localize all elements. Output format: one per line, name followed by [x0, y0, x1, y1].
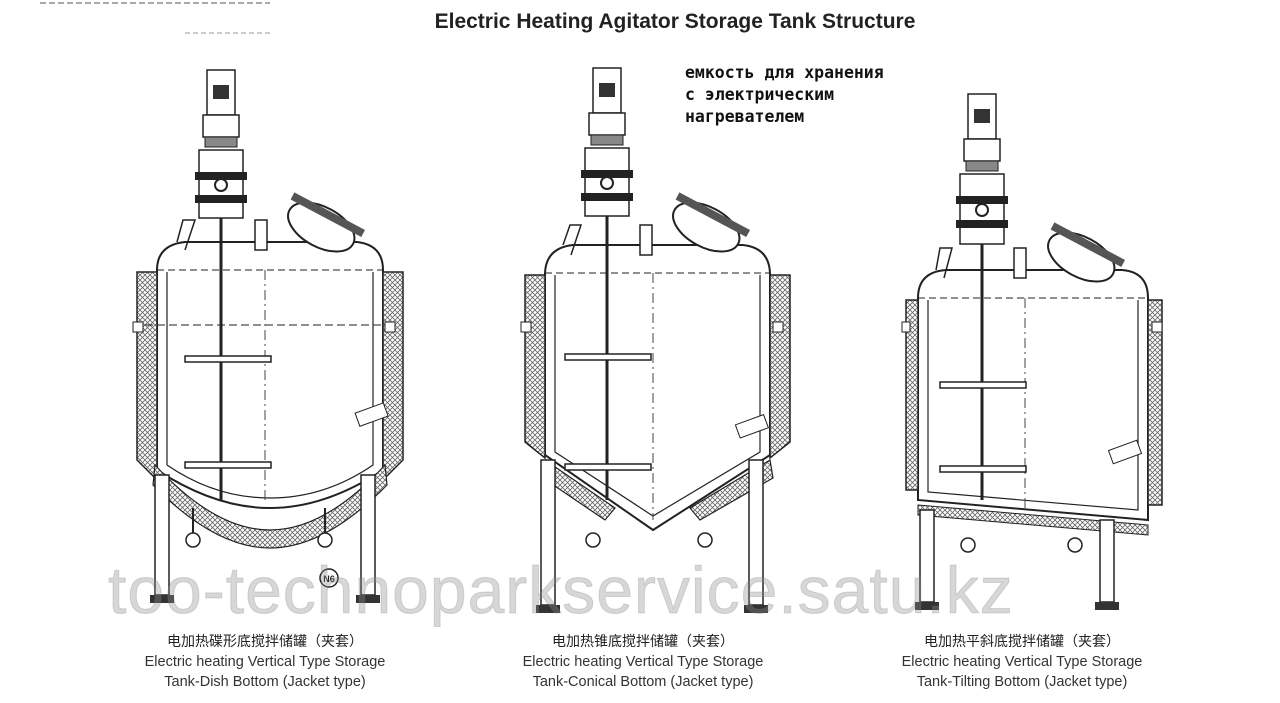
caption-cn: 电加热碟形底搅拌储罐（夹套）: [167, 634, 363, 650]
coupling-frame: [198, 149, 244, 219]
agitator-paddle-lower: [184, 461, 272, 469]
caption-cn: 电加热锥底搅拌储罐（夹套）: [552, 634, 734, 650]
agitator-paddle-lower: [939, 465, 1027, 473]
tank-shell: [156, 241, 384, 510]
gearbox: [202, 114, 240, 138]
cropped-header-remnant: [35, 0, 275, 45]
caption-en-line1: Electric heating Vertical Type Storage: [144, 654, 386, 670]
tank-dish-bottom-drawing: N6: [125, 60, 405, 620]
tank-conical-bottom-drawing: [515, 60, 795, 620]
jacket-insulation: [136, 271, 158, 482]
gearbox: [588, 112, 626, 136]
jacket-insulation: [905, 299, 919, 491]
caption-en-line1: Electric heating Vertical Type Storage: [901, 654, 1143, 670]
agitator-paddle-upper: [184, 355, 272, 363]
diagram-title: Electric Heating Agitator Storage Tank S…: [434, 10, 916, 33]
caption-en-line2: Tank-Dish Bottom (Jacket type): [164, 674, 366, 690]
manhole-cover: [672, 192, 751, 253]
manhole-cover: [1047, 222, 1126, 283]
support-leg: [154, 474, 170, 596]
agitator-paddle-upper: [939, 381, 1027, 389]
support-leg: [919, 509, 935, 603]
russian-note: емкость для хранения с электрическим нагре…: [685, 62, 884, 128]
note-line-3: нагревателем: [685, 107, 805, 126]
gearbox: [963, 138, 1001, 162]
jacket-insulation: [524, 274, 546, 460]
support-leg: [540, 459, 556, 606]
caption-dish-bottom: 电加热碟形底搅拌储罐（夹套） Electric heating Vertical…: [105, 632, 425, 692]
caption-en-line2: Tank-Tilting Bottom (Jacket type): [916, 674, 1128, 690]
nozzle-marker: N6: [323, 574, 335, 584]
note-line-2: с электрическим: [685, 85, 835, 104]
tank-tilting-bottom-drawing: [900, 60, 1180, 620]
note-line-1: емкость для хранения: [685, 63, 884, 82]
caption-conical-bottom: 电加热锥底搅拌储罐（夹套） Electric heating Vertical …: [483, 632, 803, 692]
caption-tilting-bottom: 电加热平斜底搅拌储罐（夹套） Electric heating Vertical…: [862, 632, 1182, 692]
agitator-paddle-lower: [564, 463, 652, 471]
caption-en-line2: Tank-Conical Bottom (Jacket type): [532, 674, 754, 690]
coupling-frame: [959, 173, 1005, 245]
tank-shell: [917, 269, 1149, 522]
caption-cn: 电加热平斜底搅拌储罐（夹套）: [924, 634, 1120, 650]
coupling-frame: [584, 147, 630, 217]
agitator-paddle-upper: [564, 353, 652, 361]
manhole-cover: [287, 192, 366, 253]
caption-en-line1: Electric heating Vertical Type Storage: [522, 654, 764, 670]
